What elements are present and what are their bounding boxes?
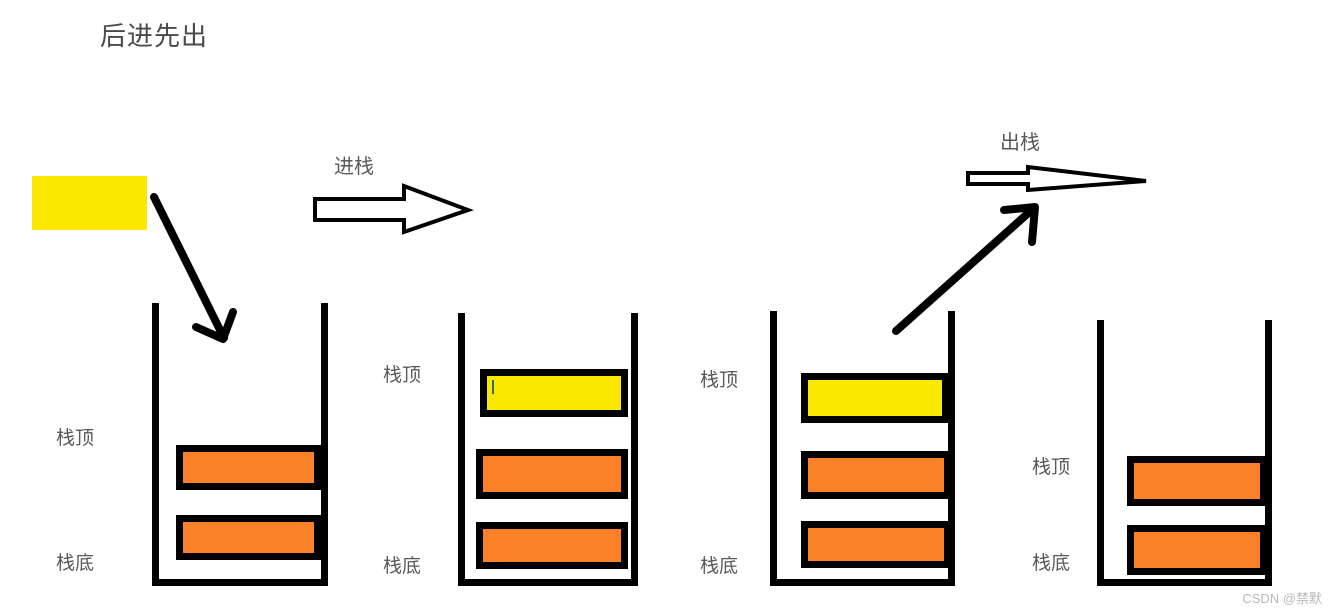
stack-3-block-3 — [801, 521, 951, 568]
pop-block-arrow-icon — [966, 164, 1147, 193]
stack-2-bottom-label: 栈底 — [383, 556, 422, 577]
push-block-arrow-icon — [313, 183, 474, 235]
stack-3-top-label: 栈顶 — [700, 370, 739, 391]
incoming-yellow-block — [32, 176, 147, 230]
pop-operation-label: 出栈 — [1000, 132, 1040, 154]
stack-3-block-2 — [801, 451, 951, 499]
stack-4-bottom-label: 栈底 — [1032, 553, 1071, 574]
stack-2-top-label: 栈顶 — [383, 365, 422, 386]
stack-after-pop — [1097, 320, 1272, 586]
stack-1-block-2 — [176, 515, 321, 560]
stack-1-bottom-label: 栈底 — [56, 553, 95, 574]
text-cursor-artifact — [492, 380, 494, 394]
stack-3-block-1 — [801, 373, 949, 423]
stack-4-block-1 — [1127, 456, 1267, 506]
stack-1-block-1 — [176, 445, 321, 490]
stack-4-top-label: 栈顶 — [1032, 457, 1071, 478]
page-title: 后进先出 — [100, 21, 209, 51]
stack-3-bottom-label: 栈底 — [700, 556, 739, 577]
stack-2-block-3 — [476, 522, 628, 569]
stack-4-block-2 — [1127, 525, 1267, 575]
stack-2-block-1 — [480, 369, 628, 417]
stack-2-block-2 — [476, 449, 628, 499]
stack-before-pop — [770, 311, 955, 586]
watermark: CSDN @禁默 — [1242, 591, 1322, 606]
push-operation-label: 进栈 — [334, 156, 374, 178]
stack-before-push — [152, 303, 328, 586]
stack-1-top-label: 栈顶 — [56, 428, 95, 449]
stack-after-push — [458, 313, 638, 586]
